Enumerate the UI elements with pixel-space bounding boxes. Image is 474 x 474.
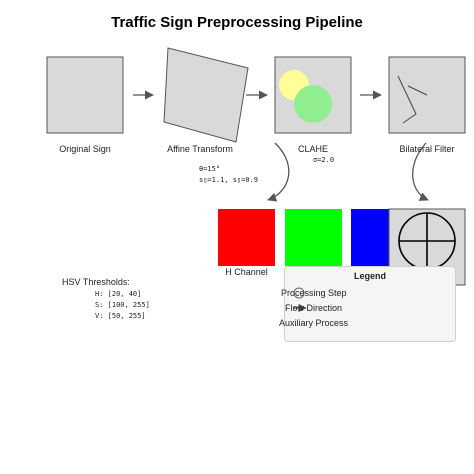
hsv-s-range: S: [100, 255] [95, 301, 150, 309]
hsv-thresholds-heading: HSV Thresholds: [62, 277, 130, 287]
edge-line-2 [407, 85, 428, 96]
edge-lines [397, 75, 417, 124]
hsv-v-range: V: [50, 255] [95, 312, 146, 320]
legend-box [284, 266, 456, 342]
affine-scale-param: s▯=1.1, s▯=0.9 [199, 176, 259, 184]
h-channel-label: H Channel [225, 267, 268, 277]
affine-transform-label: Affine Transform [167, 144, 233, 154]
hsv-h-range: H: [20, 40] [95, 290, 142, 298]
original-sign-label: Original Sign [59, 144, 111, 154]
bilateral-filter-box [388, 56, 466, 134]
affine-transform-box [163, 47, 249, 143]
green-channel-box [285, 209, 342, 266]
clahe-sigma-param: σ=2.0 [313, 156, 335, 164]
clahe-green-blob [294, 85, 332, 123]
bilateral-filter-label: Bilateral Filter [399, 144, 455, 154]
curved-arrow-bilateral [412, 142, 429, 201]
affine-theta-param: θ=15° [199, 165, 221, 173]
original-sign-box [46, 56, 124, 134]
red-channel-box [218, 209, 275, 266]
clahe-label: CLAHE [297, 144, 328, 154]
legend-item-auxiliary-process: Auxiliary Process [279, 318, 349, 328]
legend-item-flow-direction: Flow Direction [285, 303, 343, 313]
curved-arrow-clahe [267, 142, 290, 202]
legend-item-processing-step: Processing Step [281, 288, 347, 298]
diagram-title: Traffic Sign Preprocessing Pipeline [111, 14, 363, 31]
blue-channel-box [351, 209, 389, 266]
legend-title: Legend [353, 271, 386, 281]
